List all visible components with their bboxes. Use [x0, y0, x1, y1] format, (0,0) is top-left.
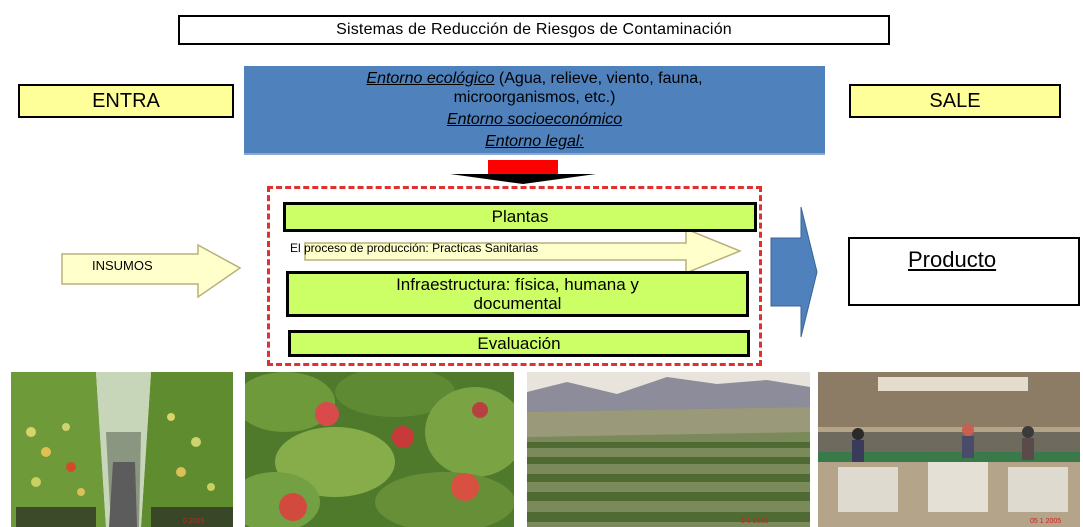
insumos-label: INSUMOS [92, 258, 153, 273]
sale-label: SALE [849, 84, 1061, 118]
down-arrow-icon [450, 160, 596, 184]
process-arrow-icon [304, 227, 742, 275]
environment-panel: Entorno ecológico (Agua, relieve, viento… [244, 66, 825, 155]
legal-label: Entorno legal: [485, 133, 584, 150]
ecologico-detail-2: microorganismos, etc.) [453, 89, 616, 106]
ecologico-detail-1: (Agua, relieve, viento, fauna, [494, 70, 703, 87]
photo-3-date: 5 1 2005 [741, 518, 768, 525]
infraestructura-text: Infraestructura: física, humana y docume… [396, 275, 639, 313]
diagram-title: Sistemas de Reducción de Riesgos de Cont… [178, 15, 890, 45]
production-system-frame [267, 186, 762, 366]
producto-box: Producto [848, 237, 1080, 306]
infra-line-1: Infraestructura: física, humana y [396, 275, 639, 294]
legal-line: Entorno legal: [244, 132, 825, 151]
photo-4-date: 05 1 2005 [1030, 518, 1061, 525]
socioeconomico-line: Entorno socioeconómico [244, 110, 825, 129]
infraestructura-bar: Infraestructura: física, humana y docume… [286, 271, 749, 317]
entra-label: ENTRA [18, 84, 234, 118]
plantas-bar: Plantas [283, 202, 757, 232]
insumos-arrow-icon [61, 243, 242, 299]
product-arrow-icon [770, 206, 818, 338]
process-label: El proceso de producción: Practicas Sani… [290, 241, 539, 255]
packing-house-photo: 05 1 2005 [818, 372, 1080, 527]
greenhouse-tomato-photo: 0 2005 [11, 372, 233, 527]
orchard-landscape-photo: 5 1 2005 [527, 372, 810, 527]
environment-ecologico-line: Entorno ecológico (Agua, relieve, viento… [244, 69, 825, 88]
infra-line-2: documental [473, 294, 562, 313]
evaluacion-bar: Evaluación [288, 330, 750, 357]
raspberry-photo [245, 372, 514, 527]
socioeconomico-label: Entorno socioeconómico [446, 111, 623, 128]
photo-1-date: 0 2005 [183, 518, 205, 525]
ecologico-label: Entorno ecológico [366, 70, 495, 87]
producto-label: Producto [908, 247, 997, 272]
